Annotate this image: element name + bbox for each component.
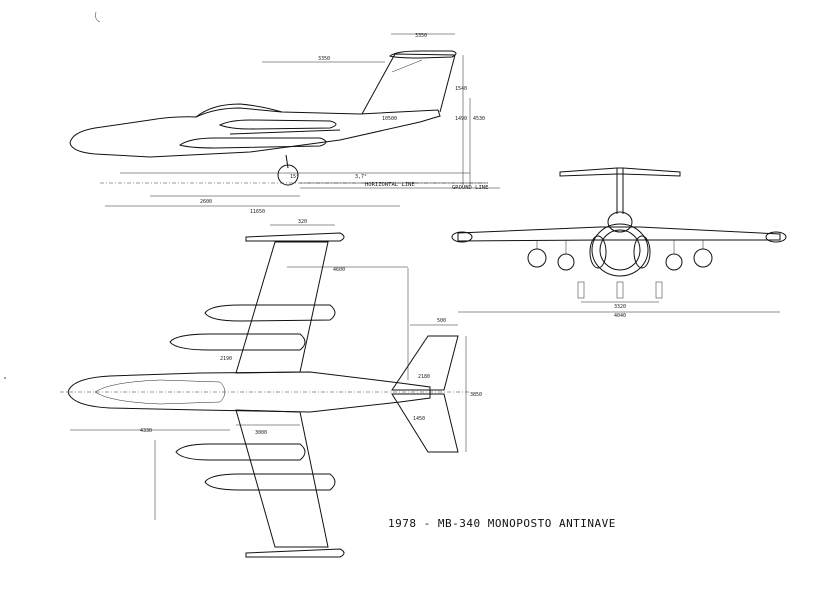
side-main-gear-leg — [285, 154, 289, 169]
dim-tail-root: 2180 — [418, 374, 430, 380]
dim-semispan: 4600 — [333, 267, 345, 273]
side-canopy — [195, 103, 283, 118]
plan-view: 320 4600 4330 3000 3850 2180 1450 500 21… — [60, 219, 482, 558]
front-store-2 — [557, 253, 575, 271]
front-gear-right — [655, 281, 663, 299]
plan-store-upper-2 — [169, 333, 306, 351]
front-canopy — [607, 211, 633, 233]
front-store-3 — [665, 253, 683, 271]
side-tail-tank — [388, 50, 457, 59]
front-tip-tank-left — [451, 231, 473, 243]
dim-tail-arm-plan: 1450 — [413, 416, 425, 422]
drawing-title: 1978 - MB-340 MONOPOSTO ANTINAVE — [388, 517, 616, 530]
plan-wing-lower — [235, 409, 329, 548]
side-wing-root — [229, 129, 341, 135]
dim-fin-height: 1490 — [455, 116, 467, 122]
front-wing — [457, 226, 781, 242]
front-tip-tank-right — [765, 231, 787, 243]
plan-tip-store-lower — [245, 548, 345, 558]
dim-overall-length: 11650 — [250, 209, 265, 215]
dim-wingtip-store: 320 — [298, 219, 307, 225]
dim-tail-height: 1540 — [455, 86, 467, 92]
plan-tip-store-upper — [245, 232, 345, 242]
horizontal-line-label: HORIZONTAL LINE — [365, 182, 415, 188]
dim-angle: 3,7° — [355, 174, 367, 180]
dim-tail-arm: 3350 — [318, 56, 330, 62]
side-store-2 — [218, 119, 337, 130]
front-intake-right — [633, 235, 651, 269]
side-view: 3350 3350 1540 1490 4530 10500 2600 1165… — [69, 33, 500, 215]
plan-tailplane-lower — [391, 393, 459, 453]
front-intake-left — [589, 235, 607, 269]
plan-store-lower-2 — [204, 473, 336, 491]
side-main-wheel — [277, 164, 299, 186]
plan-wing-upper — [235, 241, 329, 374]
front-store-1 — [527, 248, 547, 268]
dim-span: 4040 — [614, 313, 626, 319]
side-vertical-tail — [361, 53, 456, 115]
plan-tailplane-upper — [391, 335, 459, 391]
dim-tail-tip: 500 — [437, 318, 446, 324]
side-fuselage — [69, 107, 441, 158]
dim-nose-to-wing: 4330 — [140, 428, 152, 434]
side-store-1 — [178, 137, 327, 149]
plan-store-upper-1 — [204, 304, 336, 322]
dim-tail-span: 3850 — [470, 392, 482, 398]
front-gear-nose — [616, 281, 624, 299]
dim-tip-angle: 15° — [290, 174, 299, 180]
front-view: 3320 4040 — [451, 167, 787, 319]
dim-wheelbase: 2600 — [200, 199, 212, 205]
stray-dot — [4, 377, 6, 379]
dim-store-station: 2190 — [220, 356, 232, 362]
front-tailplane — [559, 167, 681, 177]
front-gear-left — [577, 281, 585, 299]
plan-fuselage — [67, 371, 431, 413]
dim-tail-tank: 3350 — [415, 33, 427, 39]
front-store-4 — [693, 248, 713, 268]
stray-mark — [95, 11, 101, 23]
dim-overall-height: 4530 — [473, 116, 485, 122]
ground-line-label: GROUND LINE — [452, 185, 488, 191]
dim-wing-ref: 10500 — [382, 116, 397, 122]
tail-hatch — [391, 59, 423, 73]
plan-store-lower-1 — [175, 443, 306, 461]
dim-wing-chord: 3000 — [255, 430, 267, 436]
front-fuselage — [591, 223, 649, 277]
dim-track: 3320 — [614, 304, 626, 310]
